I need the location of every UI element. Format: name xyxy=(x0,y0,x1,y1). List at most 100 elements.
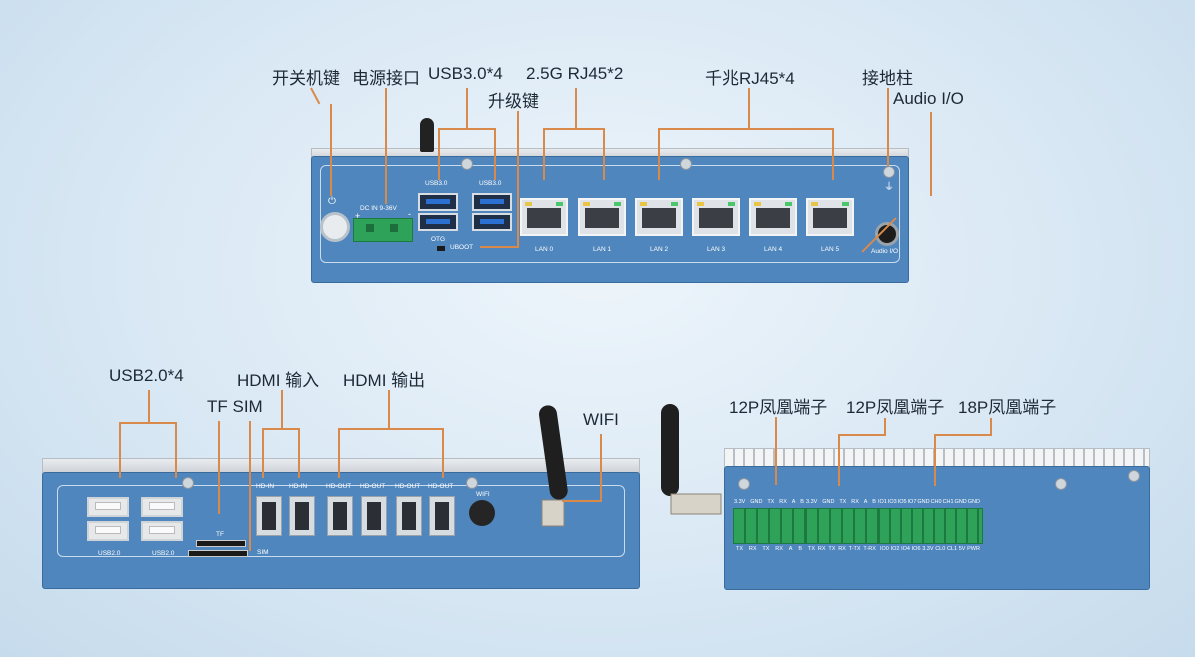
leader-line xyxy=(838,434,840,486)
pin-label: IO4 xyxy=(901,546,910,552)
pin-label: RX xyxy=(779,499,787,505)
sim-label: SIM xyxy=(257,549,269,556)
pin-label: T-TX xyxy=(848,546,861,552)
pin-label: GND xyxy=(917,499,930,505)
pin-label: IO6 xyxy=(911,546,921,552)
tf-card-slot[interactable] xyxy=(196,540,246,547)
pin-label: RX xyxy=(748,546,757,552)
leader-line xyxy=(990,418,992,436)
pin-label: GND xyxy=(954,499,967,505)
pin-label: GND xyxy=(750,499,763,505)
leader-line xyxy=(281,390,283,428)
audio-io-label: Audio I/O xyxy=(871,248,899,255)
leader-bracket xyxy=(338,428,444,478)
leader-bracket xyxy=(543,128,605,180)
pin-label: IO3 xyxy=(887,499,897,505)
uboot-button[interactable] xyxy=(437,246,445,251)
lan-label: LAN 1 xyxy=(593,246,612,253)
label-power-button: 开关机键 xyxy=(272,69,340,88)
pin-label: IO5 xyxy=(897,499,907,505)
leader-line xyxy=(249,421,251,551)
lan-port-3[interactable] xyxy=(692,198,740,236)
usb3-label: USB3.0 xyxy=(425,180,448,187)
usb3-port[interactable] xyxy=(418,193,458,211)
lan-port-0[interactable] xyxy=(520,198,568,236)
leader-line xyxy=(884,418,886,436)
pin-label: PWR xyxy=(967,546,980,552)
top-antenna-stub xyxy=(420,118,434,152)
hdmi-out-port[interactable] xyxy=(429,496,455,536)
label-ground: 接地柱 xyxy=(862,69,913,88)
leader-bracket xyxy=(262,428,300,478)
usb2-port[interactable] xyxy=(87,497,129,517)
label-terminal-2: 12P凤凰端子 xyxy=(846,398,945,417)
screw-icon xyxy=(461,158,473,170)
leader-line xyxy=(218,421,220,514)
hdmi-out-label: HD-OUT xyxy=(428,483,454,490)
pin-label: RX xyxy=(775,546,783,552)
label-wifi: WIFI xyxy=(583,410,619,429)
lan-port-2[interactable] xyxy=(635,198,683,236)
power-button[interactable] xyxy=(320,212,350,242)
leader-line xyxy=(838,434,886,436)
usb3-port[interactable] xyxy=(472,193,512,211)
screw-icon xyxy=(466,477,478,489)
hdmi-in-label: HD-IN xyxy=(289,483,308,490)
pin-label: CL0 xyxy=(935,546,946,552)
hdmi-out-port[interactable] xyxy=(396,496,422,536)
terminal-block-3[interactable] xyxy=(879,508,983,544)
label-power-jack: 电源接口 xyxy=(352,69,420,88)
dc-power-jack[interactable] xyxy=(353,218,413,242)
usb2-port[interactable] xyxy=(87,521,129,541)
power-icon: ⏻ xyxy=(328,196,336,207)
wifi-antenna-icon xyxy=(538,405,568,527)
wifi-panel-label: WIFI xyxy=(476,491,490,498)
pin-label: 5V xyxy=(958,546,966,552)
leader-line xyxy=(887,88,889,166)
usb2-port[interactable] xyxy=(141,497,183,517)
pin-label: CH0 xyxy=(930,499,942,505)
usb3-port[interactable] xyxy=(418,213,458,231)
hdmi-out-port[interactable] xyxy=(327,496,353,536)
hdmi-out-label: HD-OUT xyxy=(360,483,386,490)
hdmi-in-port[interactable] xyxy=(289,496,315,536)
pin-label: IO1 xyxy=(878,499,887,505)
usb3-port[interactable] xyxy=(472,213,512,231)
lan-label: LAN 0 xyxy=(535,246,554,253)
pin-label: 3.3V xyxy=(806,499,818,505)
leader-line xyxy=(600,434,602,502)
pin-label: CH1 xyxy=(942,499,954,505)
leader-line xyxy=(330,104,332,196)
screw-icon xyxy=(680,158,692,170)
pin-label: B xyxy=(798,546,802,552)
lan-port-1[interactable] xyxy=(578,198,626,236)
label-upgrade: 升级键 xyxy=(488,92,539,111)
lan-port-5[interactable] xyxy=(806,198,854,236)
pin-label: GND xyxy=(967,499,980,505)
label-terminal-1: 12P凤凰端子 xyxy=(729,398,828,417)
sim-card-slot[interactable] xyxy=(188,550,248,557)
hdmi-out-port[interactable] xyxy=(361,496,387,536)
ground-symbol-icon: ⏚ xyxy=(884,182,894,193)
pin-label: TX xyxy=(808,546,816,552)
screw-icon xyxy=(1128,470,1140,482)
tf-label: TF xyxy=(216,531,224,538)
hdmi-in-port[interactable] xyxy=(256,496,282,536)
pin-label: IO2 xyxy=(890,546,900,552)
pin-label: T-RX xyxy=(863,546,876,552)
terminal-block-2[interactable] xyxy=(806,508,880,544)
usb2-port[interactable] xyxy=(141,521,183,541)
pin-label: IO7 xyxy=(907,499,917,505)
terminal-block-1[interactable] xyxy=(733,508,807,544)
lan-label: LAN 2 xyxy=(650,246,669,253)
screw-icon xyxy=(1055,478,1067,490)
label-usb3: USB3.0*4 xyxy=(428,64,503,83)
pin-label: TX xyxy=(839,499,847,505)
lan-port-4[interactable] xyxy=(749,198,797,236)
leader-line xyxy=(148,390,150,422)
leader-line xyxy=(930,112,932,196)
wifi-button[interactable] xyxy=(469,500,495,526)
dc-plus-label: + xyxy=(355,211,361,221)
